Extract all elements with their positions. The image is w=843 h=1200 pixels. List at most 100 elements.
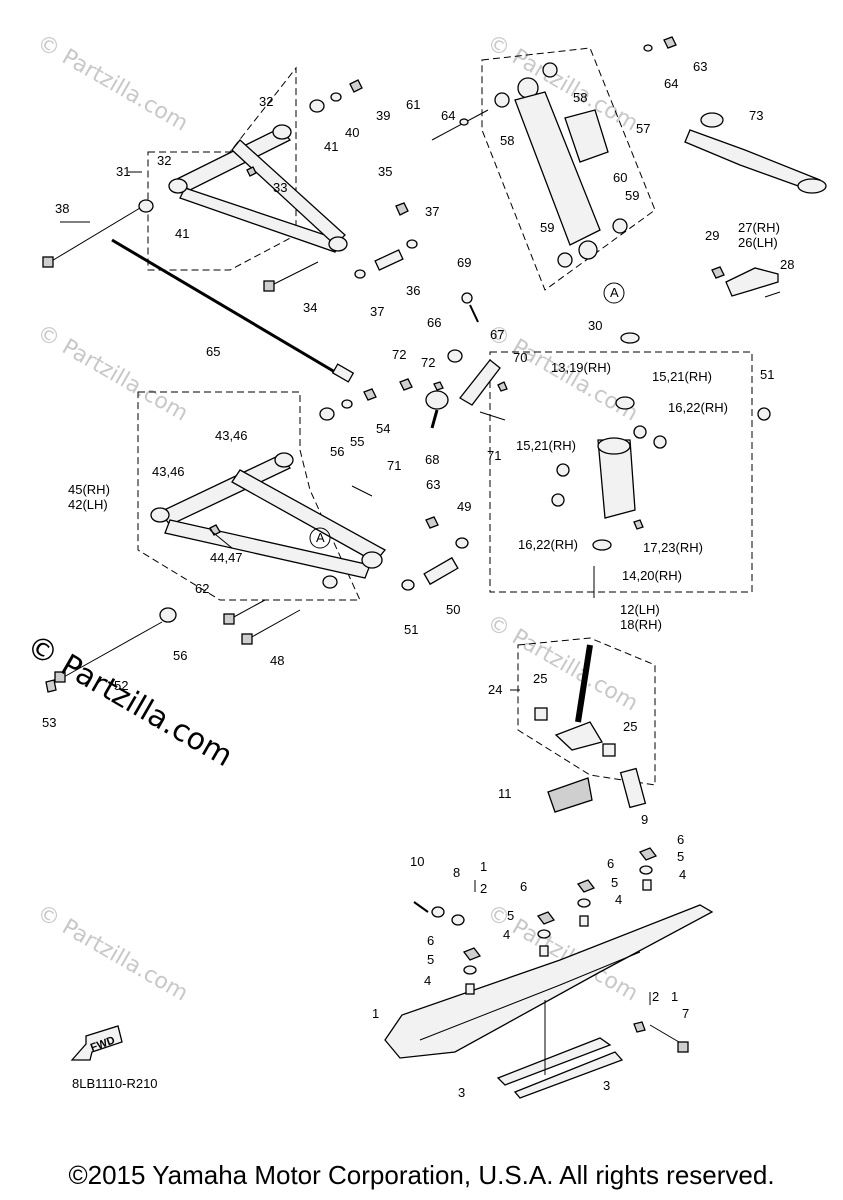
callout: 6 bbox=[427, 933, 434, 948]
callout: 11 bbox=[498, 786, 512, 801]
callout: 43,46 bbox=[215, 428, 248, 443]
callout: 5 bbox=[677, 849, 684, 864]
callout: 48 bbox=[270, 653, 284, 668]
callout: 39 bbox=[376, 108, 390, 123]
spindle-assembly-box bbox=[489, 351, 753, 593]
callout: 56 bbox=[173, 648, 187, 663]
callout: 72 bbox=[392, 347, 406, 362]
callout: 43,46 bbox=[152, 464, 185, 479]
callout: 32 bbox=[157, 153, 171, 168]
callout: 33 bbox=[273, 180, 287, 195]
callout: 6 bbox=[607, 856, 614, 871]
callout: 50 bbox=[446, 602, 460, 617]
upper-arm-hardware bbox=[42, 79, 418, 292]
callout: 58 bbox=[573, 90, 587, 105]
callout: 40 bbox=[345, 125, 359, 140]
callout: 66 bbox=[427, 315, 441, 330]
cap bbox=[620, 332, 640, 344]
callout: 58 bbox=[500, 133, 514, 148]
leader-lines bbox=[60, 171, 651, 1005]
callout: 5 bbox=[507, 908, 514, 923]
ski-cushion bbox=[547, 777, 593, 813]
callout: 25 bbox=[623, 719, 637, 734]
callout: A bbox=[316, 530, 325, 545]
callout: 32 bbox=[259, 94, 273, 109]
callout: 35 bbox=[378, 164, 392, 179]
callout: 68 bbox=[425, 452, 439, 467]
callout: 18(RH) bbox=[620, 617, 662, 632]
callout: 24 bbox=[488, 682, 502, 697]
callout: 49 bbox=[457, 499, 471, 514]
callout: 60 bbox=[613, 170, 627, 185]
callout: 2 bbox=[652, 989, 659, 1004]
copyright-notice: ©2015 Yamaha Motor Corporation, U.S.A. A… bbox=[68, 1160, 775, 1190]
fwd-arrow bbox=[70, 1025, 123, 1061]
callout: 44,47 bbox=[210, 550, 243, 565]
callout: 62 bbox=[195, 581, 209, 596]
callout: 31 bbox=[116, 164, 130, 179]
lower-a-arm bbox=[150, 452, 387, 589]
callout: 36 bbox=[406, 283, 420, 298]
callout: 72 bbox=[421, 355, 435, 370]
callout: 51 bbox=[760, 367, 774, 382]
callout: 54 bbox=[376, 421, 390, 436]
callout: 64 bbox=[441, 108, 455, 123]
upper-a-arm bbox=[168, 124, 348, 253]
reference-circle-a bbox=[603, 282, 625, 304]
callout: 53 bbox=[42, 715, 56, 730]
callout: 65 bbox=[206, 344, 220, 359]
callout: 25 bbox=[533, 671, 547, 686]
callout: 41 bbox=[324, 139, 338, 154]
ski-hardware bbox=[413, 847, 689, 1053]
diagram-code: 8LB1110-R210 bbox=[72, 1076, 158, 1091]
callout: 71 bbox=[487, 448, 501, 463]
arm-assembly-45-box bbox=[137, 391, 361, 601]
callout: 26(LH) bbox=[738, 235, 778, 250]
callout: 42(LH) bbox=[68, 497, 108, 512]
callout: 8 bbox=[453, 865, 460, 880]
callout: 70 bbox=[513, 350, 527, 365]
reference-circle-a bbox=[309, 527, 331, 549]
callout: 1 bbox=[671, 989, 678, 1004]
callout: 4 bbox=[503, 927, 510, 942]
callout: 37 bbox=[370, 304, 384, 319]
callout: 57 bbox=[636, 121, 650, 136]
callout: 52 bbox=[114, 678, 128, 693]
callout: 4 bbox=[615, 892, 622, 907]
callout: 30 bbox=[588, 318, 602, 333]
callout: 3 bbox=[458, 1085, 465, 1100]
callout: 73 bbox=[749, 108, 763, 123]
callout: 5 bbox=[427, 952, 434, 967]
callout: 69 bbox=[457, 255, 471, 270]
steering-tool bbox=[684, 112, 827, 194]
callout: 15,21(RH) bbox=[652, 369, 712, 384]
spindle-sub-assembly-24-box bbox=[517, 637, 656, 786]
callout: 29 bbox=[705, 228, 719, 243]
washer-51 bbox=[757, 407, 771, 421]
callout: 28 bbox=[780, 257, 794, 272]
callout: 61 bbox=[406, 97, 420, 112]
callout: 5 bbox=[611, 875, 618, 890]
callout: 59 bbox=[540, 220, 554, 235]
callout: 13,19(RH) bbox=[551, 360, 611, 375]
callout: 63 bbox=[426, 477, 440, 492]
callout: 16,22(RH) bbox=[518, 537, 578, 552]
callout: 3 bbox=[603, 1078, 610, 1093]
callout: 64 bbox=[664, 76, 678, 91]
callout: 38 bbox=[55, 201, 69, 216]
callout: 9 bbox=[641, 812, 648, 827]
callout: 55 bbox=[350, 434, 364, 449]
callout: 10 bbox=[410, 854, 424, 869]
callout: 4 bbox=[424, 973, 431, 988]
callout: 63 bbox=[693, 59, 707, 74]
callout: 6 bbox=[520, 879, 527, 894]
steering-spindle bbox=[534, 644, 647, 809]
spindle-housing bbox=[551, 396, 667, 551]
callout: 1 bbox=[372, 1006, 379, 1021]
callout: 7 bbox=[682, 1006, 689, 1021]
shock-assembly-57-box bbox=[481, 47, 656, 291]
ski bbox=[384, 904, 714, 1099]
shock-absorber bbox=[431, 36, 677, 268]
callout: 16,22(RH) bbox=[668, 400, 728, 415]
